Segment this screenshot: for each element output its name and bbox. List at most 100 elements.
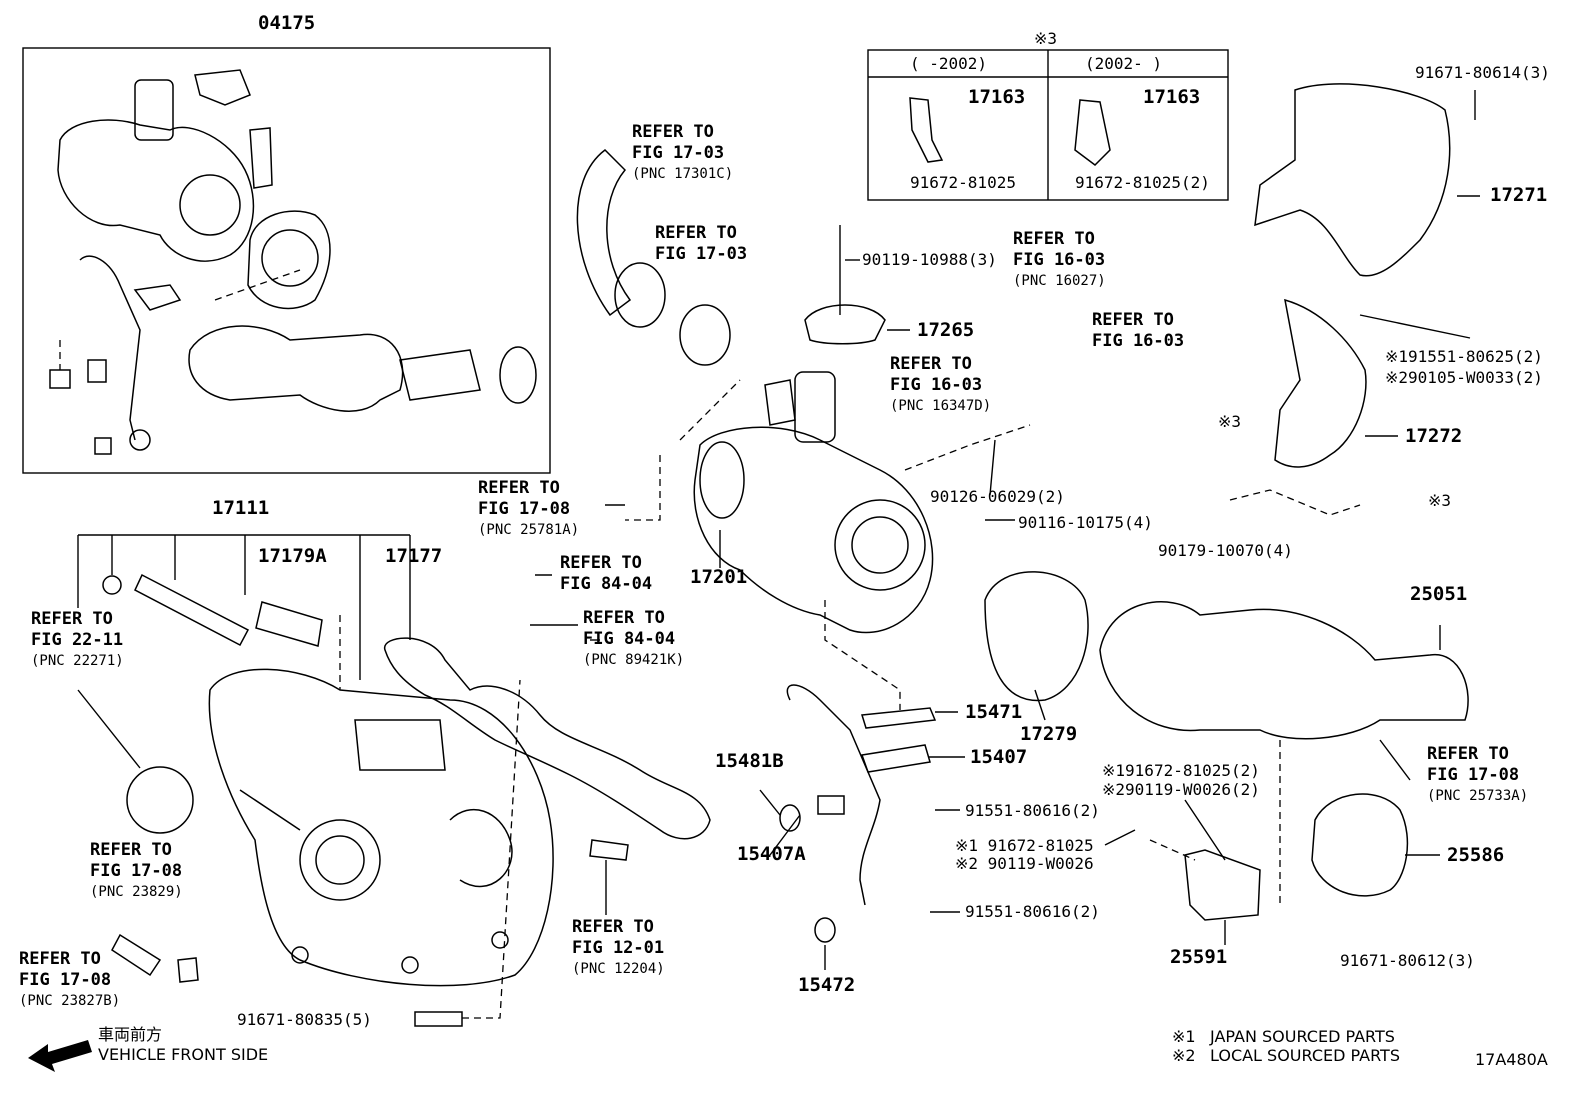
gasket-17265-shape	[804, 304, 886, 345]
nut-shape	[102, 575, 122, 595]
part-label-17177: 17177	[385, 545, 443, 567]
clamp-shape	[679, 304, 731, 366]
gasket-17177-shape	[384, 637, 711, 840]
bolt-label-90119-w0026-c: ※2 90119-W0026	[955, 854, 1094, 873]
insulator-25586-shape	[1311, 793, 1409, 897]
part-label-17279: 17279	[1020, 723, 1078, 745]
converter-25051-shape	[1099, 601, 1469, 740]
part-label-15471: 15471	[965, 701, 1023, 723]
part-label-17265: 17265	[917, 319, 975, 341]
bolt-label-90105-w0033: ※290105-W0033(2)	[1385, 368, 1543, 387]
insulator-17271-shape	[1254, 83, 1451, 277]
note3-col-1: ( -2002)	[910, 54, 988, 73]
o-ring-leader	[77, 689, 141, 769]
part-label-15407a: 15407A	[737, 843, 806, 865]
part-label-25591: 25591	[1170, 946, 1228, 968]
hose-shape-2	[614, 262, 666, 328]
note3-mark-b: ※3	[1428, 491, 1452, 510]
flange-15407-shape	[860, 744, 931, 773]
note3-bolt-b: 91672-81025(2)	[1075, 173, 1210, 192]
gasket-15481b-shape	[779, 804, 801, 832]
exhaust-manifold-sketch	[208, 668, 554, 987]
vehicle-front-en: VEHICLE FRONT SIDE	[98, 1045, 269, 1064]
bolt-label-91672-81025-d: ※191672-81025(2)	[1102, 761, 1260, 780]
stay-shape	[134, 573, 250, 647]
gasket-15471-shape	[861, 707, 937, 729]
bolt-label-91671-80614: 91671-80614(3)	[1415, 63, 1550, 82]
group-17111-leaders	[77, 534, 411, 680]
bolt-label-91551-80616-a: 91551-80616(2)	[965, 801, 1100, 820]
union-15407a-shape	[817, 795, 845, 815]
bolt-label-91551-80616-b: 91551-80616(2)	[965, 902, 1100, 921]
insulator-17272-shape	[1274, 298, 1367, 468]
bracket-17163-new-shape	[1074, 99, 1111, 166]
bolt-label-91671-80612: 91671-80612(3)	[1340, 951, 1475, 970]
o-ring-shape	[126, 766, 194, 834]
note3-mark-a: ※3	[1218, 412, 1242, 431]
diagram-id: 17A480A	[1475, 1050, 1548, 1069]
fitting-shape	[177, 957, 199, 983]
part-label-15407: 15407	[970, 746, 1028, 768]
bolt-label-90116-10175: 90116-10175(4)	[1018, 513, 1153, 532]
part-label-17271: 17271	[1490, 184, 1548, 206]
note3-bolt-a: 91672-81025	[910, 173, 1016, 192]
part-label-17201: 17201	[690, 566, 748, 588]
leader-lines	[530, 90, 1480, 970]
legend-mark-2: ※2	[1172, 1046, 1196, 1065]
note3-table	[867, 49, 1229, 201]
legend-text-2: LOCAL SOURCED PARTS	[1210, 1046, 1400, 1065]
turbocharger-17201-sketch	[693, 371, 934, 634]
gasket-15472-shape	[814, 917, 836, 943]
bolt-label-91671-80835: 91671-80835(5)	[237, 1010, 372, 1029]
legend-text-1: JAPAN SOURCED PARTS	[1210, 1027, 1395, 1046]
part-label-17272: 17272	[1405, 425, 1463, 447]
gasket-17279-shape	[984, 571, 1089, 702]
bracket-25591-shape	[1184, 849, 1261, 921]
pipe-15407-shape	[786, 684, 881, 906]
part-label-04175: 04175	[258, 12, 316, 34]
pipe-17301c-shape	[576, 149, 632, 317]
note3-part-b: 17163	[1143, 86, 1201, 108]
turbo-assembly-sketch	[49, 69, 537, 455]
part-label-15472: 15472	[798, 974, 856, 996]
vehicle-front-jp: 車両前方	[98, 1025, 163, 1044]
sensor-12204-shape	[589, 839, 629, 861]
part-label-17179a: 17179A	[258, 545, 327, 567]
assembly-04175-frame	[22, 47, 551, 474]
part-label-25051: 25051	[1410, 583, 1468, 605]
bolt-label-91551-80625: ※191551-80625(2)	[1385, 347, 1543, 366]
bolt-label-90119-10988: 90119-10988(3)	[862, 250, 997, 269]
note3-part-a: 17163	[968, 86, 1026, 108]
bolt-label-90179-10070: 90179-10070(4)	[1158, 541, 1293, 560]
bracket-17163-old-shape	[909, 97, 944, 163]
bolt-80835-shape	[414, 1011, 463, 1027]
gasket-17179a-shape	[255, 601, 323, 647]
bolt-label-90126-06029: 90126-06029(2)	[930, 487, 1065, 506]
part-label-17111: 17111	[212, 497, 270, 519]
dashed-connections	[339, 379, 1361, 905]
bolt-label-90119-w0026-d: ※290119-W0026(2)	[1102, 780, 1260, 799]
note3-col-2: (2002- )	[1085, 54, 1163, 73]
hose-shape	[111, 933, 162, 977]
part-label-15481b: 15481B	[715, 750, 784, 772]
bolt-80835-dash	[462, 679, 521, 1019]
part-label-25586: 25586	[1447, 844, 1505, 866]
note3-table-title: ※3	[1034, 29, 1058, 48]
vehicle-front-arrow	[28, 1040, 92, 1072]
bolt-label-91672-81025-c: ※1 91672-81025	[955, 836, 1094, 855]
